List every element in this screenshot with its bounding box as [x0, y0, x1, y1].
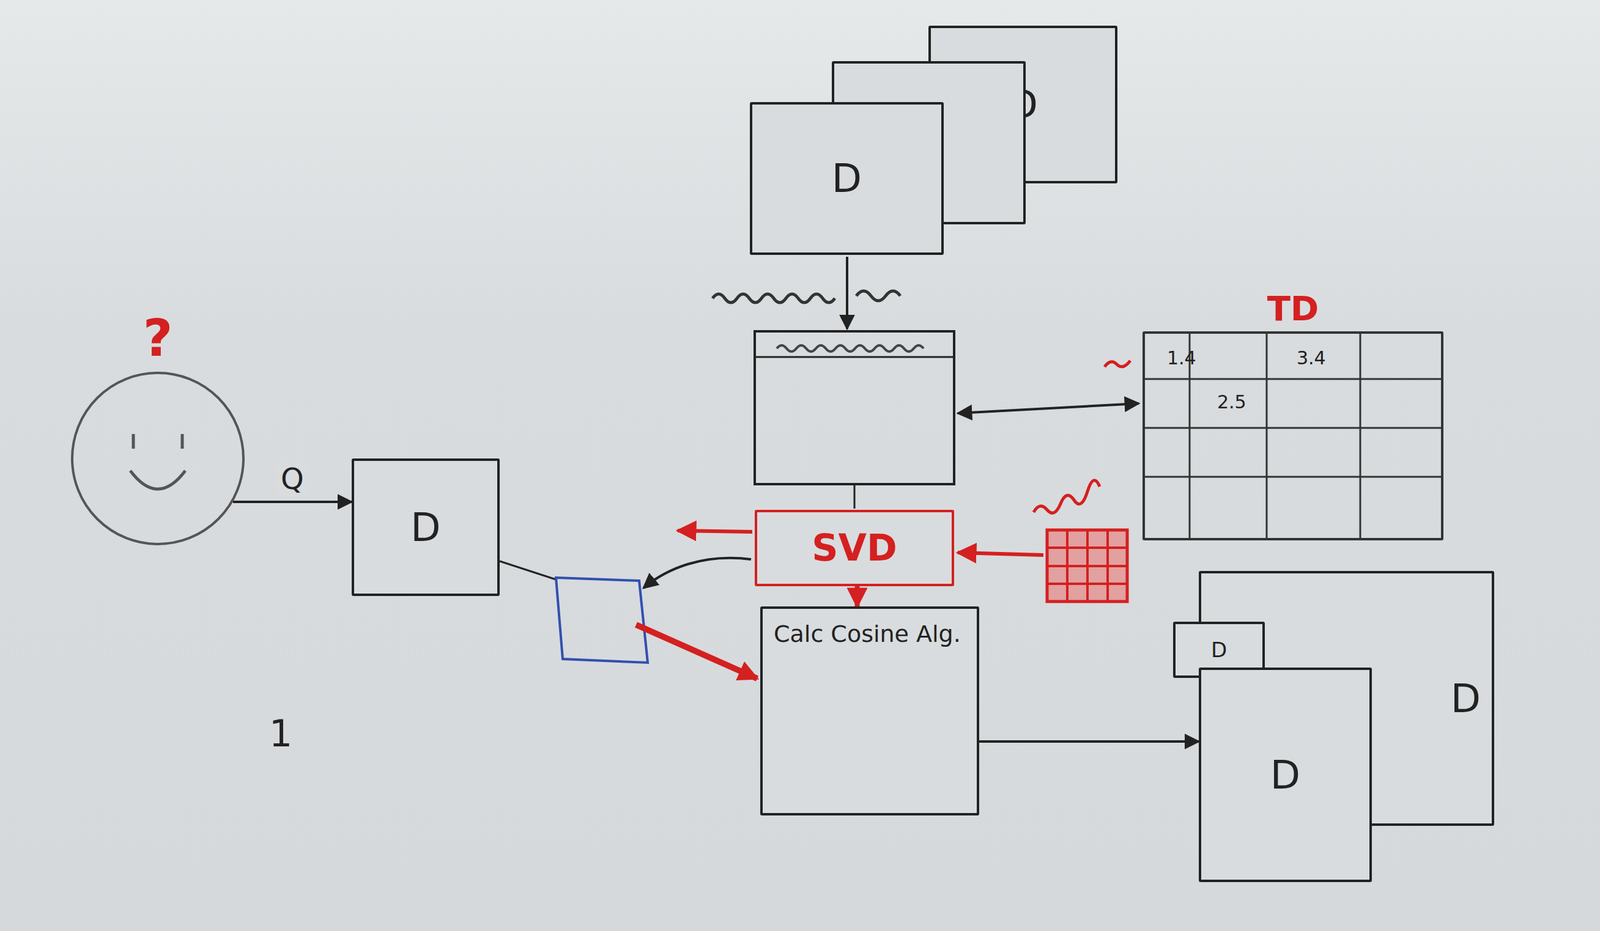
wire [499, 561, 556, 580]
node-label: D [410, 503, 441, 553]
table-cell: 3.4 [1296, 347, 1326, 369]
node-label: D [1211, 637, 1227, 664]
scribble [1033, 480, 1100, 514]
red-arrow [677, 530, 753, 533]
curved-arrow [643, 558, 752, 589]
tilde-mark [1104, 360, 1131, 367]
document-sheet: D [1198, 667, 1372, 883]
red-arrow [957, 552, 1044, 556]
node-label: SVD [811, 525, 897, 572]
edge-label: Q [277, 461, 308, 497]
algorithm-box: Calc Cosine Alg. [760, 606, 980, 816]
node-label: Calc Cosine Alg. [773, 620, 961, 650]
node-label: D [831, 154, 862, 204]
red-matrix [1047, 530, 1128, 602]
box-divider [754, 356, 955, 359]
node-label: D [1270, 751, 1301, 800]
smiley-features [73, 374, 243, 544]
query-document: D [351, 458, 500, 597]
index-box [754, 331, 955, 485]
connector-arrow [855, 586, 860, 607]
flow-arrow [845, 256, 849, 330]
scribble [776, 345, 924, 352]
svd-box: SVD [754, 510, 955, 587]
scribble [712, 291, 901, 303]
vector-square [555, 577, 648, 663]
table-cell: 2.5 [1217, 391, 1247, 413]
document-sheet: D [749, 102, 944, 256]
user-face: ? [70, 371, 245, 546]
table-cell: 1.4 [1166, 347, 1197, 369]
tick-line [853, 484, 856, 509]
connector-arrow [233, 500, 352, 504]
table-grid [1142, 331, 1444, 541]
node-heading: ? [73, 306, 243, 371]
callout-number: 1 [269, 712, 293, 756]
node-heading: TD [1144, 287, 1441, 331]
link-arrow [957, 403, 1139, 414]
red-arrow [636, 625, 758, 679]
node-label: D [1450, 674, 1481, 724]
connector-arrow [979, 740, 1199, 744]
